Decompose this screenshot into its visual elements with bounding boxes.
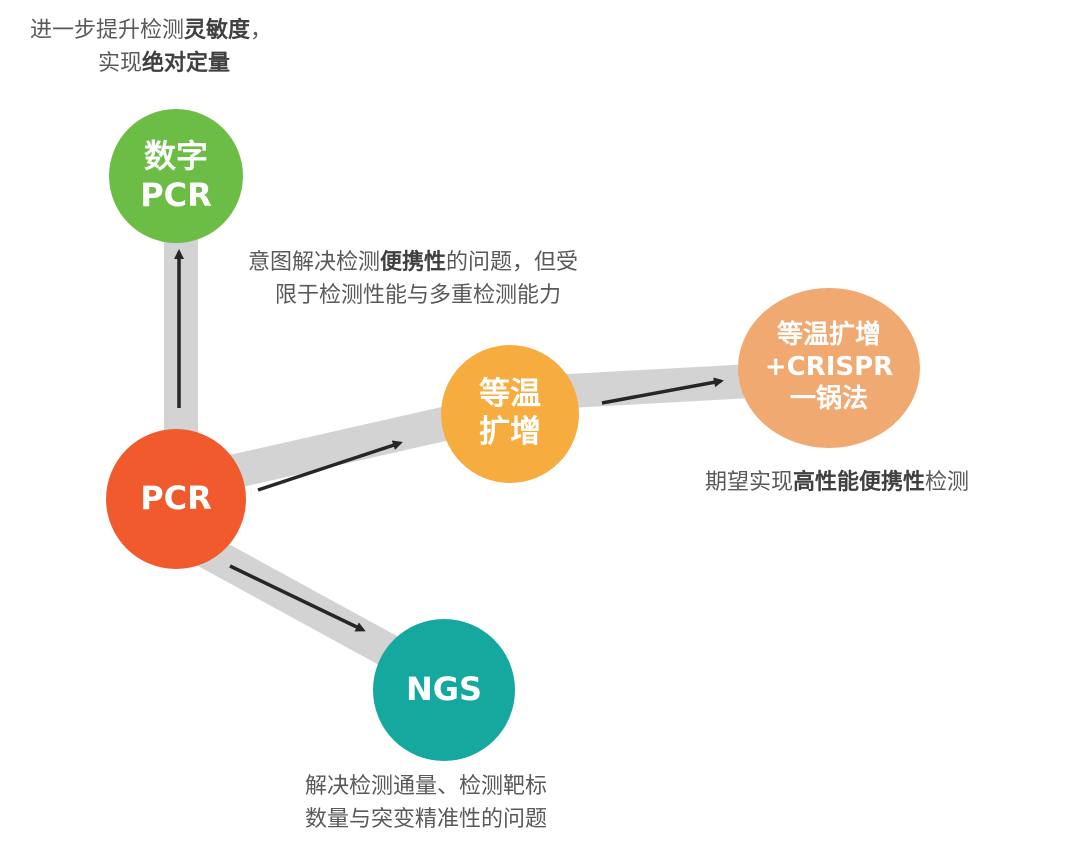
caption-text: 进一步提升检测 [30, 18, 185, 43]
caption-isothermal-line-2: 限于检测性能与多重检测能力 [275, 283, 562, 308]
node-ngs-line-1: NGS [405, 670, 483, 709]
caption-text: 意图解决检测 [248, 250, 381, 275]
node-crispr-line-1: 等温扩增 [776, 320, 881, 351]
caption-crispr: 期望实现高性能便携性检测 [705, 466, 969, 499]
caption-emphasis: 便携性 [380, 250, 447, 275]
node-ngs: NGS [373, 619, 515, 761]
node-crispr-line-2: +CRISPR [764, 352, 894, 383]
node-crispr: 等温扩增 +CRISPR 一锅法 [738, 288, 920, 448]
caption-emphasis: 高性能便携性 [793, 470, 926, 495]
caption-digital-pcr-line-1: 进一步提升检测灵敏度， [30, 14, 272, 47]
node-digital-pcr-line-2: PCR [140, 176, 212, 214]
node-pcr-line-1: PCR [140, 479, 212, 518]
caption-text: 的问题，但受 [446, 250, 579, 275]
connector-isothermal-crispr [533, 363, 787, 409]
node-crispr-line-3: 一锅法 [789, 383, 868, 414]
caption-ngs: 解决检测通量、检测靶标 数量与突变精准性的问题 [305, 770, 547, 836]
arrow-to-ngs [229, 564, 366, 632]
node-isothermal-line-1: 等温 [479, 376, 541, 413]
arrow-to-crispr [601, 377, 724, 405]
node-digital-pcr: 数字 PCR [109, 109, 243, 243]
caption-ngs-line-2: 数量与突变精准性的问题 [305, 807, 548, 832]
caption-text: 实现 [98, 51, 143, 76]
caption-text: ， [250, 18, 273, 43]
arrow-to-isothermal [257, 440, 403, 492]
caption-digital-pcr: 进一步提升检测灵敏度， 实现绝对定量 [30, 14, 272, 80]
node-pcr: PCR [106, 429, 246, 569]
caption-isothermal: 意图解决检测便携性的问题，但受 限于检测性能与多重检测能力 [248, 246, 578, 312]
caption-text: 期望实现 [705, 470, 794, 495]
node-isothermal-line-2: 扩增 [479, 414, 541, 450]
caption-isothermal-line-1: 意图解决检测便携性的问题，但受 [248, 246, 578, 279]
caption-emphasis: 灵敏度 [184, 18, 251, 43]
caption-emphasis: 绝对定量 [142, 51, 231, 76]
caption-text: 检测 [925, 470, 970, 495]
node-isothermal: 等温 扩增 [441, 345, 579, 483]
connector-pcr-isothermal [188, 401, 487, 495]
caption-digital-pcr-line-2: 实现绝对定量 [30, 47, 272, 80]
node-digital-pcr-line-1: 数字 [143, 136, 208, 175]
caption-ngs-line-1: 解决检测通量、检测靶标 [305, 774, 548, 799]
